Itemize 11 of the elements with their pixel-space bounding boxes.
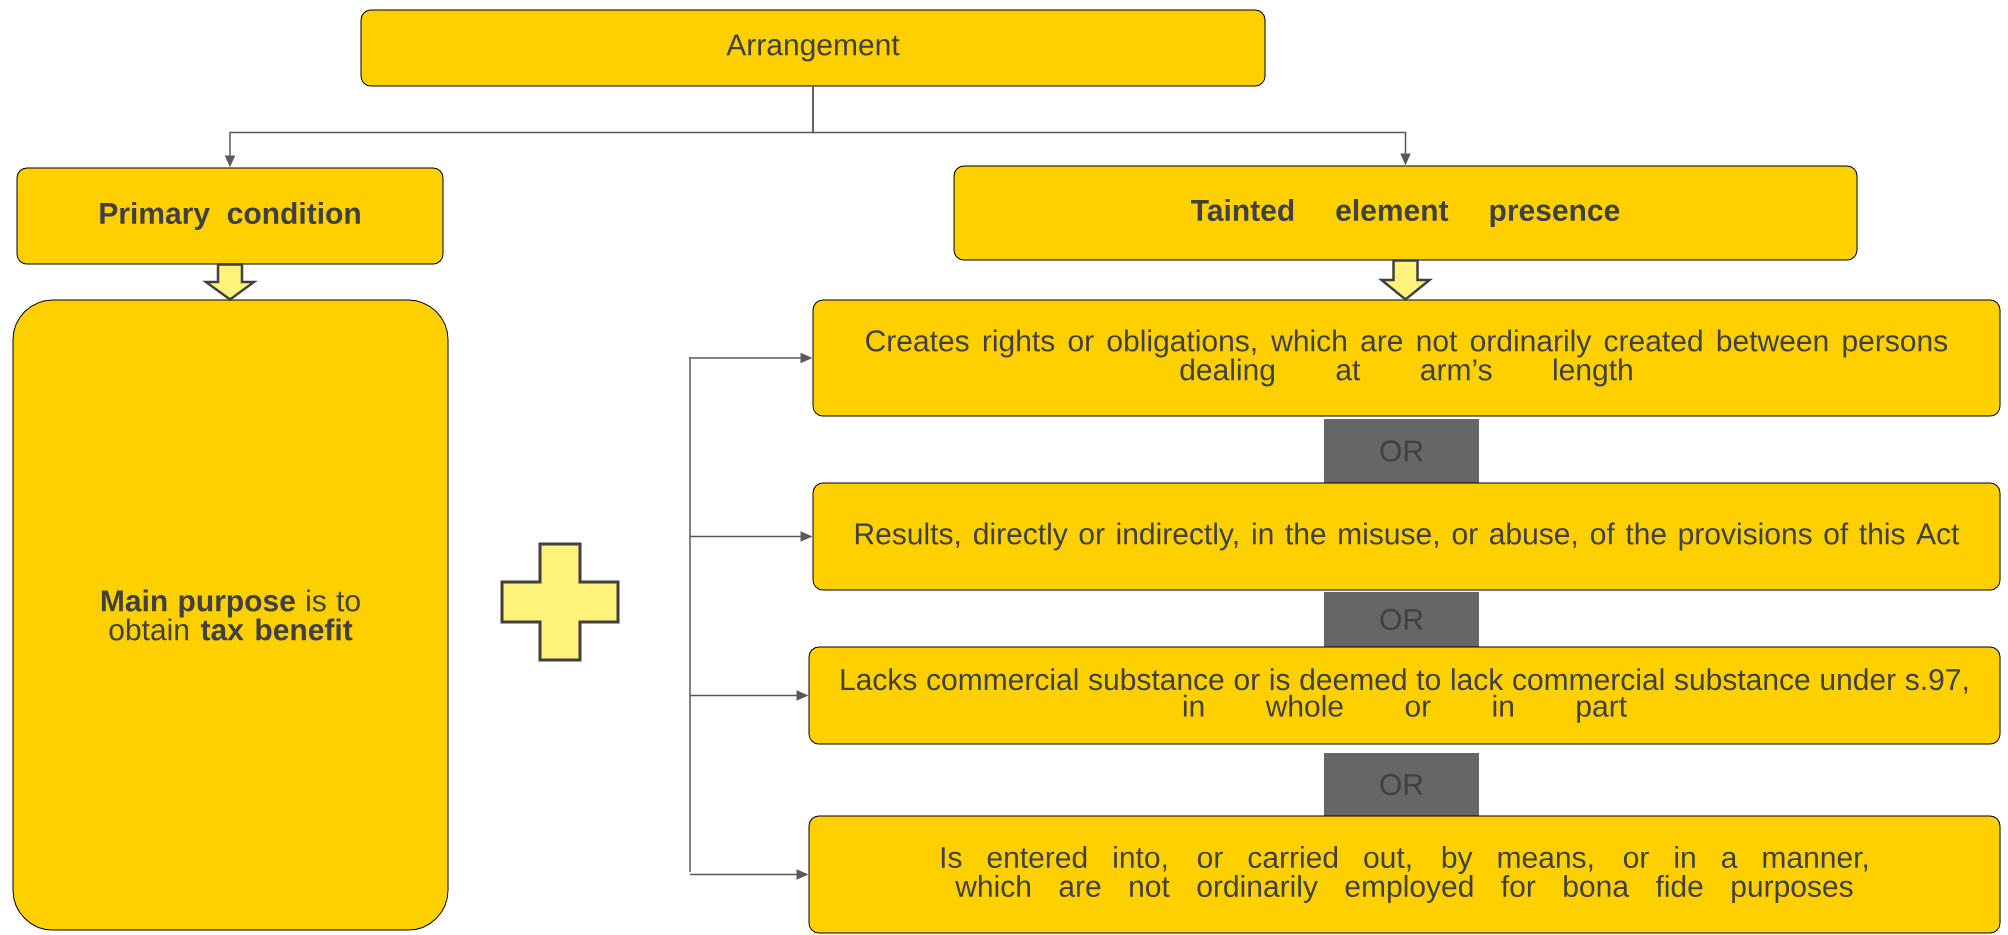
- process-box: Is entered into, or carried out, by means, or in a manner, which are not ordinarily employed for bona fide purposes: [808, 815, 2001, 934]
- block-arrow: [202, 263, 258, 302]
- process-box: Arrangement: [360, 9, 1266, 87]
- condition-box: Main purpose is to obtain tax benefit: [12, 299, 449, 931]
- process-box: Lacks commercial substance or is deemed to lack commercial substance under s.97, in whole or in part: [808, 646, 2001, 745]
- process-box: Creates rights or obligations, which are not ordinarily created between persons dealing at arm’s length: [812, 299, 2001, 417]
- process-box: Tainted element presence: [953, 165, 1858, 261]
- process-box: Results, directly or indirectly, in the misuse, or abuse, of the provisions of this Act: [812, 482, 2001, 591]
- plus-sign: [500, 542, 620, 662]
- process-box: Primary condition: [16, 167, 444, 265]
- block-arrow: [1378, 259, 1434, 302]
